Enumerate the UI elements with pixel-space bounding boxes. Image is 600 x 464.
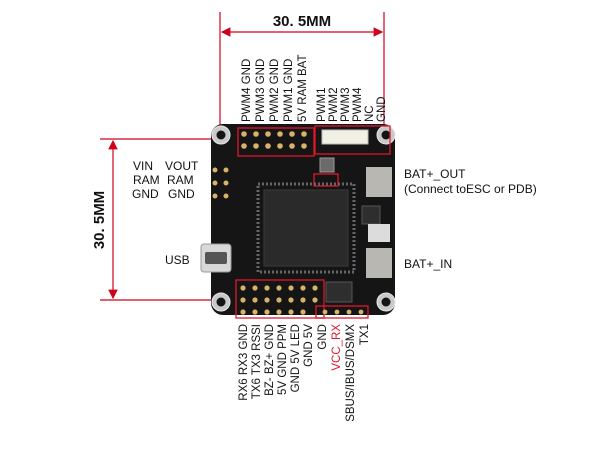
bat-out-pad bbox=[366, 167, 392, 197]
bat-in-pad bbox=[366, 248, 392, 278]
pwm2-gnd-label: PWM2 GND bbox=[269, 59, 281, 122]
col-d-label: 5V GND PPM bbox=[277, 324, 289, 395]
right-labels: BAT+_OUT (Connect toESC or PDB) BAT+_IN bbox=[404, 167, 537, 271]
osd-chip bbox=[325, 281, 353, 303]
col-g-label: GND bbox=[317, 324, 329, 350]
left-labels: VIN VOUT RAM RAM GND GND USB bbox=[132, 159, 199, 267]
gnd-left-label: GND bbox=[132, 187, 159, 201]
bottom-labels: RX6 RX3 GND TX6 TX3 RSSI BZ- BZ+ GND 5V … bbox=[238, 324, 371, 422]
bat-out-note: (Connect toESC or PDB) bbox=[404, 182, 537, 196]
tx1-label: TX1 bbox=[359, 324, 371, 345]
receiver-top-labels: PWM1 PWM2 PWM3 PWM4 NC GND bbox=[316, 87, 388, 122]
boot-button bbox=[319, 157, 335, 173]
col-a-label: RX6 RX3 GND bbox=[238, 324, 250, 401]
col-f-label: GND 5V bbox=[303, 324, 315, 367]
receiver-connector bbox=[314, 125, 391, 155]
rx-pwm2-label: PWM2 bbox=[328, 88, 340, 123]
flash-chip bbox=[361, 205, 381, 225]
bat-out-label: BAT+_OUT bbox=[404, 167, 466, 181]
ram-left-label: RAM bbox=[133, 173, 160, 187]
top-dimension: 30. 5MM bbox=[219, 12, 385, 128]
pwm4-gnd-label: PWM4 GND bbox=[241, 59, 253, 122]
5v-ram-bat-label: 5V RAM BAT bbox=[297, 54, 309, 122]
vin-label: VIN bbox=[133, 159, 153, 173]
vout-label: VOUT bbox=[165, 159, 199, 173]
video-pads bbox=[212, 167, 229, 199]
ram-right-label: RAM bbox=[167, 173, 194, 187]
status-led-pads bbox=[313, 173, 339, 187]
mcu-chip bbox=[256, 182, 356, 274]
col-e-label: GND 5V LED bbox=[290, 324, 302, 392]
rx-gnd-label: GND bbox=[376, 96, 388, 122]
current-shunt bbox=[368, 224, 390, 242]
left-dimension-label: 30. 5MM bbox=[91, 191, 108, 249]
rx-pwm1-label: PWM1 bbox=[316, 88, 328, 123]
pwm-output-labels: PWM4 GND PWM3 GND PWM2 GND PWM1 GND 5V R… bbox=[241, 54, 309, 122]
col-b-label: TX6 TX3 RSSI bbox=[251, 324, 263, 399]
usb-label: USB bbox=[165, 253, 190, 267]
col-c-label: BZ- BZ+ GND bbox=[264, 324, 276, 396]
bat-in-label: BAT+_IN bbox=[404, 257, 452, 271]
bottom-pad-header bbox=[235, 279, 369, 319]
rx-pwm4-label: PWM4 bbox=[352, 87, 364, 122]
top-dimension-label: 30. 5MM bbox=[273, 13, 331, 30]
vcc-rx-label: VCC_RX bbox=[331, 324, 343, 371]
pwm-pad-header bbox=[237, 127, 315, 157]
rx-nc-label: NC bbox=[364, 105, 376, 122]
rx-pwm3-label: PWM3 bbox=[340, 88, 352, 123]
pwm1-gnd-label: PWM1 GND bbox=[283, 59, 295, 122]
sbus-label: SBUS/IBUS/DSMX bbox=[345, 324, 357, 422]
gnd-right-label: GND bbox=[168, 187, 195, 201]
left-dimension: 30. 5MM bbox=[91, 138, 222, 301]
pwm3-gnd-label: PWM3 GND bbox=[255, 59, 267, 122]
flight-controller-board bbox=[200, 124, 396, 319]
